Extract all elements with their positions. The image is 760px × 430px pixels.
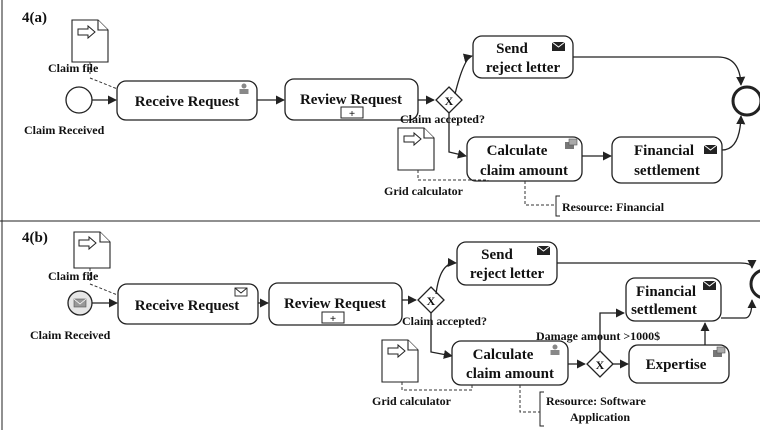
flow-b-send-end <box>557 259 757 269</box>
panel-a-task-receive-request-label: Receive Request <box>135 94 240 110</box>
panel-b-task-send-label-2: reject letter <box>470 266 545 282</box>
panel-b: 4(b) Claim file Claim Received Receive R… <box>22 230 760 427</box>
panel-a-start-event <box>65 86 93 114</box>
panel-b-resource-assoc <box>519 385 540 413</box>
panel-a-task-send-label-2: reject letter <box>486 60 561 76</box>
panel-a-resource-label: Resource: Financial <box>562 200 665 214</box>
panel-b-task-expertise <box>628 344 730 384</box>
panel-b-task-review-request-label: Review Request <box>284 296 386 312</box>
panel-b-grid-calculator-label: Grid calculator <box>372 394 452 408</box>
panel-b-task-calculate-label-2: claim amount <box>466 366 554 382</box>
panel-a-gateway-label: Claim accepted? <box>400 112 485 126</box>
panel-b-end-event <box>749 269 760 299</box>
panel-b-task-receive-request-label: Receive Request <box>135 298 240 314</box>
panel-b-label: 4(b) <box>22 230 48 246</box>
flow-b-gateway-calculate <box>430 313 453 359</box>
flow-b-gateway2-financial <box>599 308 625 351</box>
panel-a-start-event-label: Claim Received <box>24 123 105 137</box>
envelope-icon <box>73 298 87 308</box>
panel-b-gateway-2-symbol: X <box>596 358 605 372</box>
panel-b-resource-label-2: Application <box>570 410 630 424</box>
service-gear-icon <box>565 138 578 149</box>
panel-a-claim-file-assoc-2 <box>89 77 121 91</box>
panel-b-task-calculate <box>451 340 569 386</box>
panel-a-task-review-request-label: Review Request <box>300 92 402 108</box>
panel-b-grid-assoc <box>401 382 473 391</box>
panel-b-task-financial <box>625 277 722 322</box>
flow-b-gateway-send <box>435 257 457 295</box>
envelope-icon <box>702 280 717 290</box>
panel-a-label: 4(a) <box>22 10 47 26</box>
panel-b-subprocess-marker <box>321 311 345 324</box>
panel-a-resource-assoc <box>524 181 556 206</box>
panel-a: 4(a) Claim file Claim Received Receive R… <box>22 10 760 217</box>
panel-a-task-financial <box>611 136 723 184</box>
panel-b-start-event-label: Claim Received <box>30 328 111 342</box>
panel-b-claim-file-assoc-2 <box>89 283 121 297</box>
panel-b-task-expertise-label: Expertise <box>646 357 707 373</box>
user-icon <box>239 83 249 94</box>
service-gear-icon <box>713 346 726 357</box>
panel-a-end-event <box>731 85 760 117</box>
panel-b-claim-file-label: Claim file <box>48 269 99 283</box>
panel-b-grid-calculator-document <box>381 339 419 383</box>
panel-a-task-calculate-label-1: Calculate <box>487 143 548 159</box>
panel-a-gateway-symbol: X <box>445 94 454 108</box>
flow-a-gateway-calculate <box>448 113 467 159</box>
panel-a-resource-bracket <box>555 195 560 217</box>
panel-a-subprocess-marker <box>340 106 364 119</box>
envelope-outline-icon <box>234 287 248 297</box>
panel-b-resource-bracket <box>539 391 544 427</box>
panel-a-task-send-label-1: Send <box>496 41 528 57</box>
panel-a-claim-file-document <box>71 19 109 63</box>
panel-b-damage-condition-label: Damage amount >1000$ <box>536 329 660 343</box>
panel-b-resource-label-1: Resource: Software <box>546 394 647 408</box>
envelope-icon <box>536 245 551 255</box>
flow-a-gateway-send <box>454 53 473 95</box>
flow-a-financial-end <box>721 115 746 151</box>
panel-a-subprocess-marker-symbol: + <box>349 108 355 120</box>
panel-a-task-calculate-label-2: claim amount <box>480 163 568 179</box>
panel-b-task-send-label-1: Send <box>481 247 513 263</box>
panel-b-task-calculate-label-1: Calculate <box>473 347 534 363</box>
panel-b-gateway-label: Claim accepted? <box>402 314 487 328</box>
user-icon <box>550 344 560 355</box>
panel-b-task-financial-label-2: settlement <box>631 302 697 318</box>
panel-b-gateway-symbol: X <box>427 294 436 308</box>
panel-a-grid-assoc <box>417 170 489 181</box>
panel-a-task-financial-label-1: Financial <box>634 143 694 159</box>
panel-b-task-review-request <box>268 282 403 326</box>
envelope-icon <box>703 144 718 154</box>
flow-a-send-end <box>573 56 746 86</box>
arrow-right-icon <box>77 24 96 40</box>
panel-b-task-receive-request <box>117 283 259 325</box>
panel-b-subprocess-marker-symbol: + <box>330 313 336 325</box>
panel-a-grid-calculator-label: Grid calculator <box>384 184 464 198</box>
panel-b-claim-file-document <box>73 231 111 269</box>
panel-a-claim-file-label: Claim file <box>48 61 99 75</box>
panel-a-grid-calculator-document <box>397 127 435 171</box>
envelope-icon <box>551 41 566 51</box>
panel-a-task-financial-label-2: settlement <box>634 163 700 179</box>
flow-b-financial-end <box>721 299 757 319</box>
panel-b-gateway-2 <box>586 350 614 378</box>
panel-b-task-financial-label-1: Financial <box>636 284 696 300</box>
